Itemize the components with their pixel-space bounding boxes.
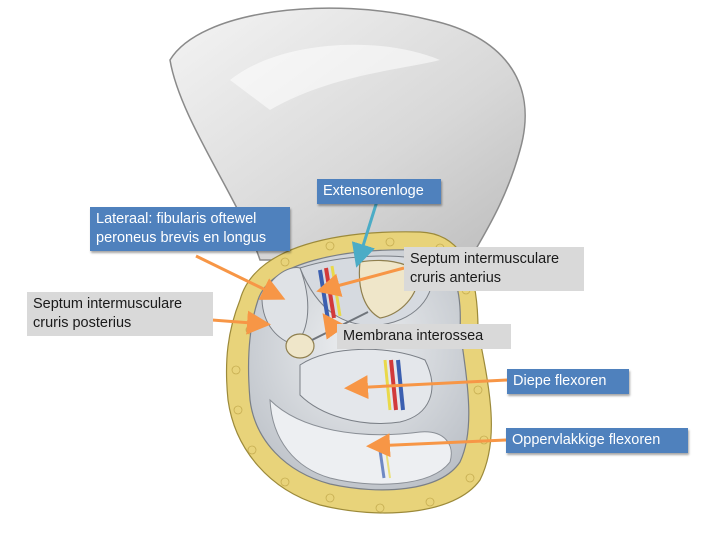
- label-septum-posterius: Septum intermusculare cruris posterius: [27, 292, 213, 336]
- label-extensorenloge: Extensorenloge: [317, 179, 441, 204]
- label-diepe-flexoren: Diepe flexoren: [507, 369, 629, 394]
- superficial-posterior-compartment: [269, 398, 452, 485]
- label-extensorenloge-text: Extensorenloge: [323, 183, 424, 199]
- leg-skin-shading: [230, 44, 440, 110]
- arrow-membrana: [322, 313, 347, 340]
- label-membrana-text: Membrana interossea: [343, 328, 484, 344]
- arrow-extensorenloge: [351, 197, 380, 268]
- label-lateraal-line1: Lateraal: fibularis oftewel: [96, 211, 257, 227]
- label-diepe-flexoren-text: Diepe flexoren: [513, 373, 607, 389]
- arrow-septum-anterius: [316, 266, 405, 297]
- fibula-bone: [285, 333, 315, 359]
- arrow-septum-posterius: [211, 310, 271, 335]
- label-lateraal: Lateraal: fibularis oftewel peroneus bre…: [90, 207, 290, 251]
- arrow-lateraal: [195, 254, 286, 300]
- label-septum-anterius-line1: Septum intermusculare: [410, 251, 560, 267]
- arrow-diepe-flexoren: [344, 375, 508, 400]
- label-lateraal-line2: peroneus brevis en longus: [96, 230, 267, 246]
- label-septum-posterius-line1: Septum intermusculare: [33, 296, 183, 312]
- label-oppervlakkige-flexoren-text: Oppervlakkige flexoren: [512, 432, 661, 448]
- label-septum-posterius-line2: cruris posterius: [33, 315, 132, 331]
- label-septum-anterius-line2: cruris anterius: [410, 270, 502, 286]
- arrow-oppervlakkige-flexoren: [366, 433, 507, 458]
- label-oppervlakkige-flexoren: Oppervlakkige flexoren: [506, 428, 688, 453]
- label-septum-anterius: Septum intermusculare cruris anterius: [404, 247, 584, 291]
- label-membrana: Membrana interossea: [337, 324, 511, 349]
